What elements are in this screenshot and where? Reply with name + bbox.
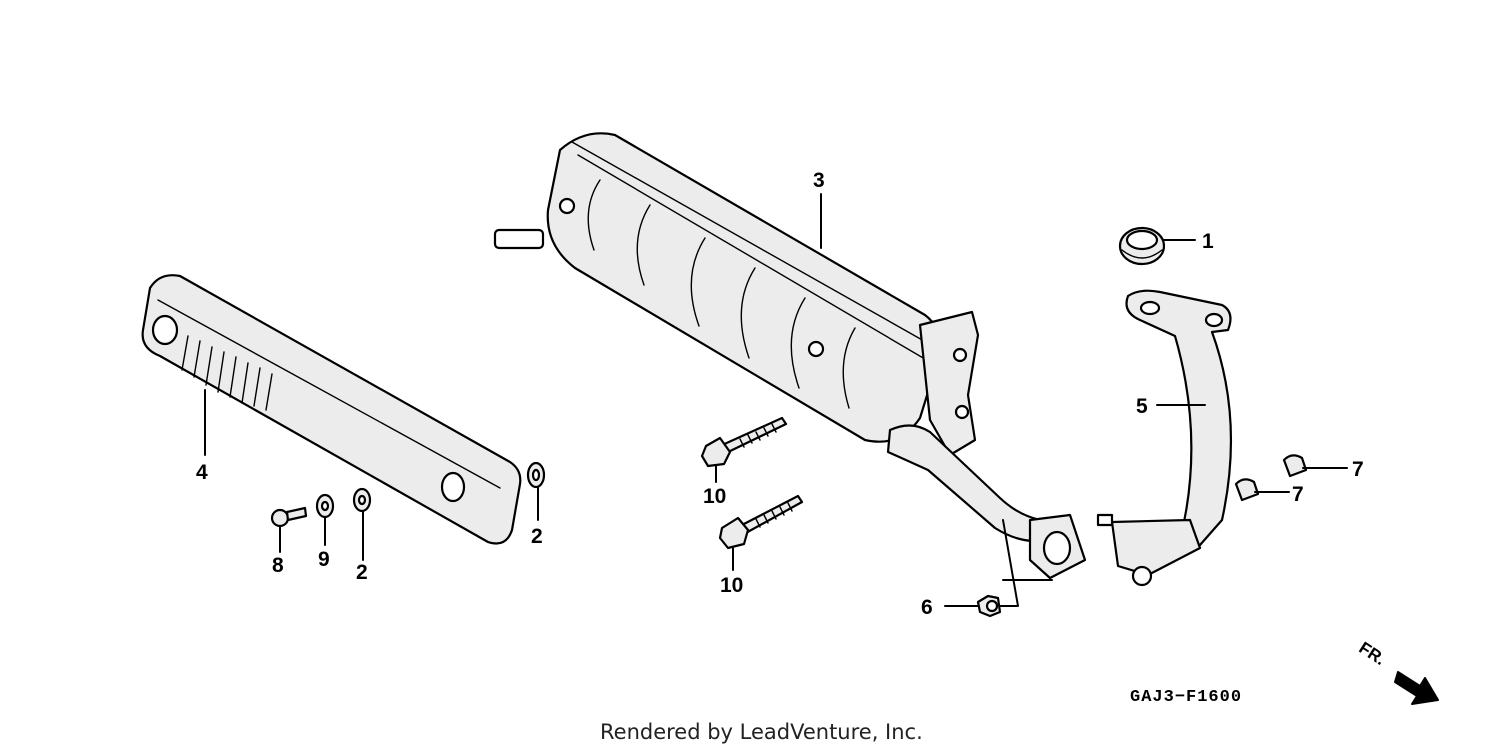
callout-7-lower: 7 (1292, 483, 1304, 506)
callout-10-lower: 10 (720, 574, 743, 597)
part-7-cap-nut-lower[interactable] (1234, 478, 1260, 502)
part-7-cap-nut-upper[interactable] (1282, 454, 1308, 478)
callout-7-upper: 7 (1352, 458, 1364, 481)
part-9-washer[interactable] (315, 493, 335, 519)
callout-3: 3 (813, 169, 825, 192)
callout-5: 5 (1136, 395, 1148, 418)
part-2-nut-right[interactable] (526, 461, 546, 489)
callout-10-upper: 10 (703, 485, 726, 508)
diagram-code: GAJ3−F1600 (1130, 688, 1242, 707)
callout-8: 8 (272, 554, 284, 577)
part-8-screw[interactable] (270, 506, 308, 528)
part-muffler[interactable] (493, 132, 1087, 580)
part-exhaust-pipe[interactable] (1096, 289, 1233, 587)
callout-4: 4 (196, 461, 208, 484)
callout-9: 9 (318, 548, 330, 571)
callout-2-right: 2 (531, 525, 543, 548)
credit-text: Rendered by LeadVenture, Inc. (600, 720, 923, 744)
part-10-bolt-upper[interactable] (700, 416, 788, 468)
part-6-nut[interactable] (976, 594, 1002, 618)
part-muffler-protector[interactable] (141, 274, 522, 545)
part-gasket[interactable] (1118, 226, 1166, 266)
part-10-bolt-lower[interactable] (718, 494, 804, 550)
callout-2-left: 2 (356, 561, 368, 584)
callout-6: 6 (921, 596, 933, 619)
front-direction-label: FR. (1356, 638, 1389, 669)
part-2-nut-left[interactable] (352, 487, 372, 513)
front-direction-arrow-icon (1394, 671, 1439, 705)
leader-lines (204, 193, 1348, 607)
callout-1: 1 (1202, 230, 1214, 253)
